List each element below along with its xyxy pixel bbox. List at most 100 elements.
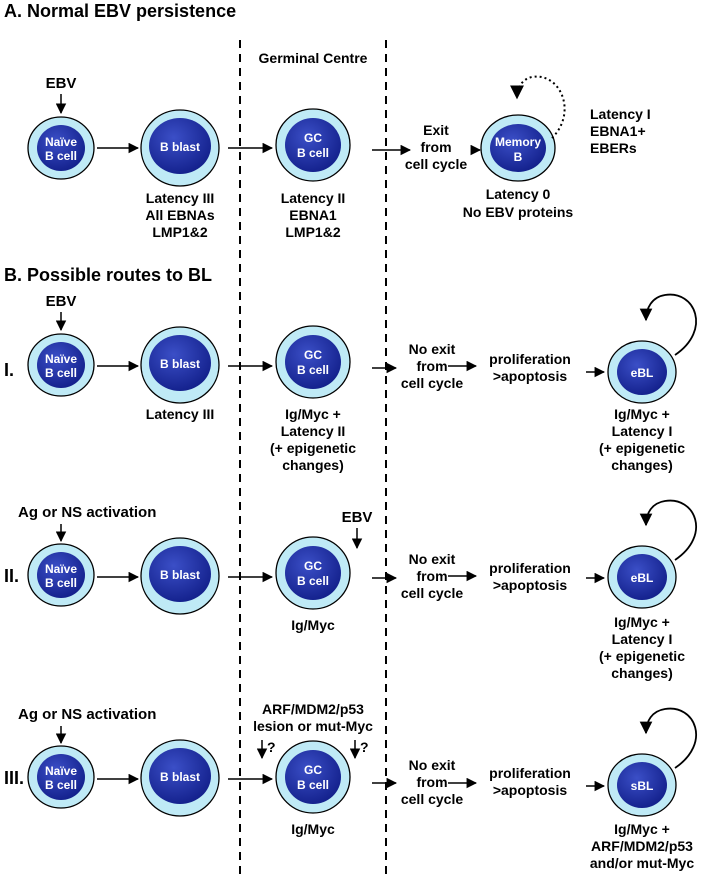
label-proliferation-r2: proliferation >apoptosis — [489, 560, 571, 593]
ebl-cell-r2: eBL — [607, 545, 677, 609]
section-a-title: A. Normal EBV persistence — [4, 1, 236, 21]
svg-text:B blast: B blast — [160, 770, 200, 784]
svg-text:Memory: Memory — [495, 135, 541, 149]
svg-text:B cell: B cell — [45, 149, 77, 163]
label-sbl-r3: Ig/Myc + ARF/MDM2/p53 and/or mut-Myc — [590, 821, 694, 871]
label-no-exit-r2: No exit from cell cycle — [401, 551, 463, 601]
svg-text:from: from — [416, 568, 447, 584]
svg-text:>apoptosis: >apoptosis — [493, 577, 568, 593]
gc-b-cell-r3: GC B cell — [275, 740, 351, 814]
svg-text:Latency II: Latency II — [281, 423, 346, 439]
svg-text:from: from — [416, 774, 447, 790]
svg-text:No exit: No exit — [409, 551, 456, 567]
b-blast-cell-r1: B blast — [140, 326, 220, 404]
ebv-label-a: EBV — [46, 75, 77, 92]
svg-text:eBL: eBL — [631, 571, 654, 585]
svg-text:Latency I: Latency I — [612, 423, 673, 439]
svg-text:sBL: sBL — [631, 779, 654, 793]
svg-text:>apoptosis: >apoptosis — [493, 368, 568, 384]
svg-text:B blast: B blast — [160, 357, 200, 371]
svg-text:changes): changes) — [282, 457, 343, 473]
svg-text:and/or mut-Myc: and/or mut-Myc — [590, 855, 694, 871]
svg-text:B blast: B blast — [160, 568, 200, 582]
svg-text:cell cycle: cell cycle — [401, 791, 463, 807]
svg-text:(+ epigenetic: (+ epigenetic — [599, 440, 685, 456]
naive-b-cell-r3: Naïve B cell — [27, 745, 95, 809]
ebv-label-r1: EBV — [46, 293, 77, 310]
svg-text:No EBV proteins: No EBV proteins — [463, 204, 574, 220]
svg-text:B cell: B cell — [297, 574, 329, 588]
svg-text:Naïve: Naïve — [45, 135, 77, 149]
svg-text:Latency II: Latency II — [281, 190, 346, 206]
svg-text:B cell: B cell — [297, 146, 329, 160]
svg-text:ARF/MDM2/p53: ARF/MDM2/p53 — [262, 701, 364, 717]
label-ebl-r1: Ig/Myc + Latency I (+ epigenetic changes… — [599, 406, 685, 473]
b-blast-cell-r3: B blast — [140, 739, 220, 817]
svg-text:EBERs: EBERs — [590, 140, 637, 156]
svg-text:Ig/Myc +: Ig/Myc + — [285, 406, 341, 422]
svg-text:All EBNAs: All EBNAs — [145, 207, 214, 223]
question-mark-right: ? — [360, 739, 369, 755]
label-proliferation-r1: proliferation >apoptosis — [489, 351, 571, 384]
section-b-title: B. Possible routes to BL — [4, 265, 212, 285]
ag-label-r3: Ag or NS activation — [18, 706, 156, 723]
svg-text:proliferation: proliferation — [489, 560, 571, 576]
memory-b-cell: Memory B — [480, 114, 556, 182]
svg-text:proliferation: proliferation — [489, 765, 571, 781]
svg-text:cell cycle: cell cycle — [401, 585, 463, 601]
svg-text:Naïve: Naïve — [45, 352, 77, 366]
label-proliferation-r3: proliferation >apoptosis — [489, 765, 571, 798]
svg-text:proliferation: proliferation — [489, 351, 571, 367]
svg-text:EBNA1+: EBNA1+ — [590, 123, 646, 139]
naive-b-cell-r1: Naïve B cell — [27, 333, 95, 397]
gc-b-cell-r1: GC B cell — [275, 325, 351, 399]
svg-text:B cell: B cell — [45, 778, 77, 792]
svg-text:B cell: B cell — [297, 363, 329, 377]
naive-b-cell-r2: Naïve B cell — [27, 543, 95, 607]
svg-text:GC: GC — [304, 131, 322, 145]
naive-b-cell-a: Naïve B cell — [27, 116, 95, 180]
label-gc-r1: Ig/Myc + Latency II (+ epigenetic change… — [270, 406, 356, 473]
svg-text:Ig/Myc +: Ig/Myc + — [614, 614, 670, 630]
svg-text:>apoptosis: >apoptosis — [493, 782, 568, 798]
svg-text:cell cycle: cell cycle — [405, 156, 467, 172]
svg-text:LMP1&2: LMP1&2 — [152, 224, 207, 240]
svg-text:(+ epigenetic: (+ epigenetic — [599, 648, 685, 664]
label-b-blast-a: Latency III All EBNAs LMP1&2 — [145, 190, 214, 240]
ebl-self-renewal-arrow-r2 — [639, 499, 697, 561]
label-memory-below: Latency 0 No EBV proteins — [463, 186, 574, 220]
label-gc-a: Latency II EBNA1 LMP1&2 — [281, 190, 346, 240]
svg-text:B cell: B cell — [45, 576, 77, 590]
svg-text:B cell: B cell — [45, 366, 77, 380]
svg-text:Exit: Exit — [423, 122, 449, 138]
gc-b-cell-a: GC B cell — [275, 108, 351, 182]
svg-text:No exit: No exit — [409, 757, 456, 773]
svg-text:ARF/MDM2/p53: ARF/MDM2/p53 — [591, 838, 693, 854]
question-mark-left: ? — [267, 739, 276, 755]
svg-text:B blast: B blast — [160, 140, 200, 154]
svg-text:from: from — [416, 358, 447, 374]
route-3-numeral: III. — [4, 768, 24, 788]
svg-text:changes): changes) — [611, 457, 672, 473]
ebl-cell-r1: eBL — [607, 340, 677, 404]
gc-b-cell-r2: GC B cell — [275, 536, 351, 610]
route-1-numeral: I. — [4, 360, 14, 380]
label-memory-right: Latency I EBNA1+ EBERs — [590, 106, 651, 156]
svg-text:Latency I: Latency I — [590, 106, 651, 122]
route-2-numeral: II. — [4, 566, 19, 586]
label-no-exit-r3: No exit from cell cycle — [401, 757, 463, 807]
svg-text:No exit: No exit — [409, 341, 456, 357]
ebv-label-r2: EBV — [342, 509, 373, 526]
svg-text:changes): changes) — [611, 665, 672, 681]
label-ebl-r2: Ig/Myc + Latency I (+ epigenetic changes… — [599, 614, 685, 681]
b-blast-cell-a: B blast — [140, 109, 220, 187]
svg-text:Ig/Myc +: Ig/Myc + — [614, 406, 670, 422]
svg-text:cell cycle: cell cycle — [401, 375, 463, 391]
svg-text:LMP1&2: LMP1&2 — [285, 224, 340, 240]
svg-text:GC: GC — [304, 348, 322, 362]
svg-text:GC: GC — [304, 763, 322, 777]
sbl-cell-r3: sBL — [607, 753, 677, 817]
svg-text:B cell: B cell — [297, 778, 329, 792]
